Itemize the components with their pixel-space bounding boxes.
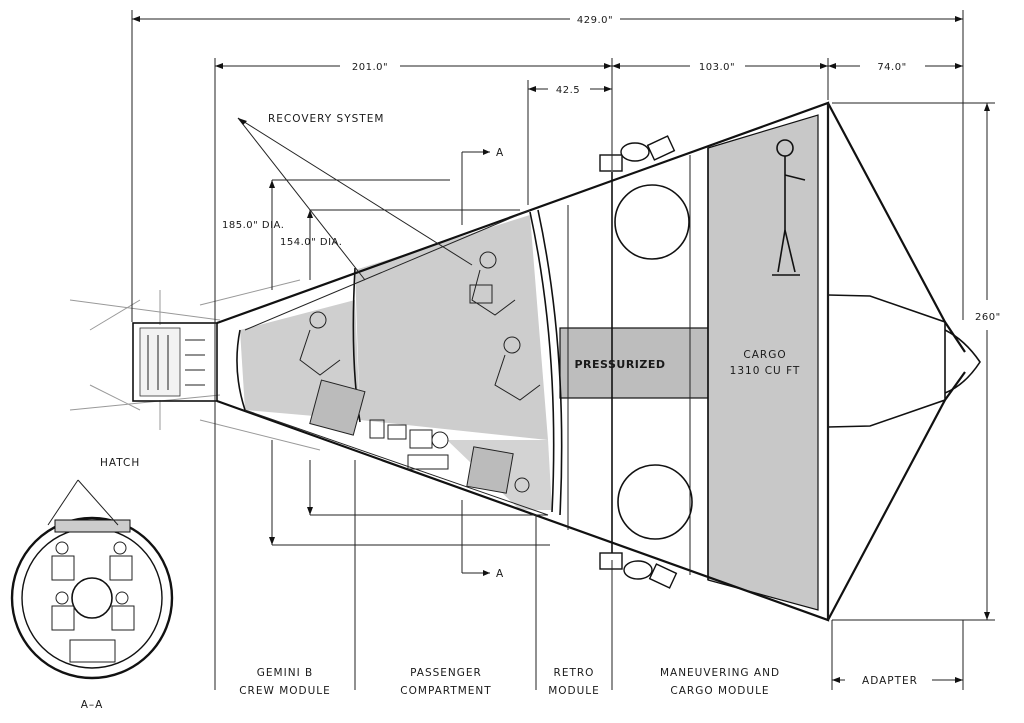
thruster-bottom <box>599 552 678 589</box>
dim-retro-offset: 42.5 <box>556 85 580 96</box>
astronaut-standing <box>772 139 806 276</box>
label-recovery-system: RECOVERY SYSTEM <box>268 113 384 125</box>
dim-maneuvering: 103.0" <box>699 62 735 73</box>
module-2-line2: MODULE <box>548 685 600 697</box>
escape-tower-outline <box>69 279 321 451</box>
thruster-top <box>599 135 676 172</box>
module-labels: GEMINI B CREW MODULE PASSENGER COMPARTME… <box>239 667 918 697</box>
dim-overall: 429.0" <box>577 15 613 26</box>
label-cargo: CARGO <box>743 349 786 361</box>
label-cargo-volume: 1310 CU FT <box>730 365 801 377</box>
spacecraft-body <box>216 101 981 622</box>
module-3-line2: CARGO MODULE <box>670 685 769 697</box>
nose-section <box>132 322 218 402</box>
dim-185: 185.0" DIA. <box>222 220 284 231</box>
module-1-line2: COMPARTMENT <box>400 685 491 697</box>
module-0-line2: CREW MODULE <box>239 685 331 697</box>
cargo-bay <box>707 114 819 611</box>
label-section-view: A–A <box>81 699 104 711</box>
callout-labels: RECOVERY SYSTEM A A PRESSURIZED CARGO 13… <box>81 113 801 711</box>
module-4-line2: ADAPTER <box>862 675 918 687</box>
section-mark-bottom: A <box>496 568 504 580</box>
dim-adapter: 74.0" <box>877 62 906 73</box>
module-3-line1: MANEUVERING AND <box>660 667 780 679</box>
dimension-labels: 429.0" 201.0" 42.5 103.0" 74.0" 185.0" D… <box>222 15 1001 323</box>
module-2-line1: RETRO <box>554 667 595 679</box>
crew-figures <box>299 251 541 494</box>
dim-height: 260" <box>975 312 1001 323</box>
equipment <box>369 419 449 470</box>
module-1-line1: PASSENGER <box>410 667 482 679</box>
dim-crew-passenger: 201.0" <box>352 62 388 73</box>
module-0-line1: GEMINI B <box>257 667 313 679</box>
dimension-lines <box>131 10 995 690</box>
dim-154: 154.0" DIA. <box>280 237 342 248</box>
label-hatch: HATCH <box>100 457 140 469</box>
label-pressurized: PRESSURIZED <box>574 358 665 371</box>
section-mark-top: A <box>496 147 504 159</box>
section-a-a-inset <box>10 479 174 680</box>
